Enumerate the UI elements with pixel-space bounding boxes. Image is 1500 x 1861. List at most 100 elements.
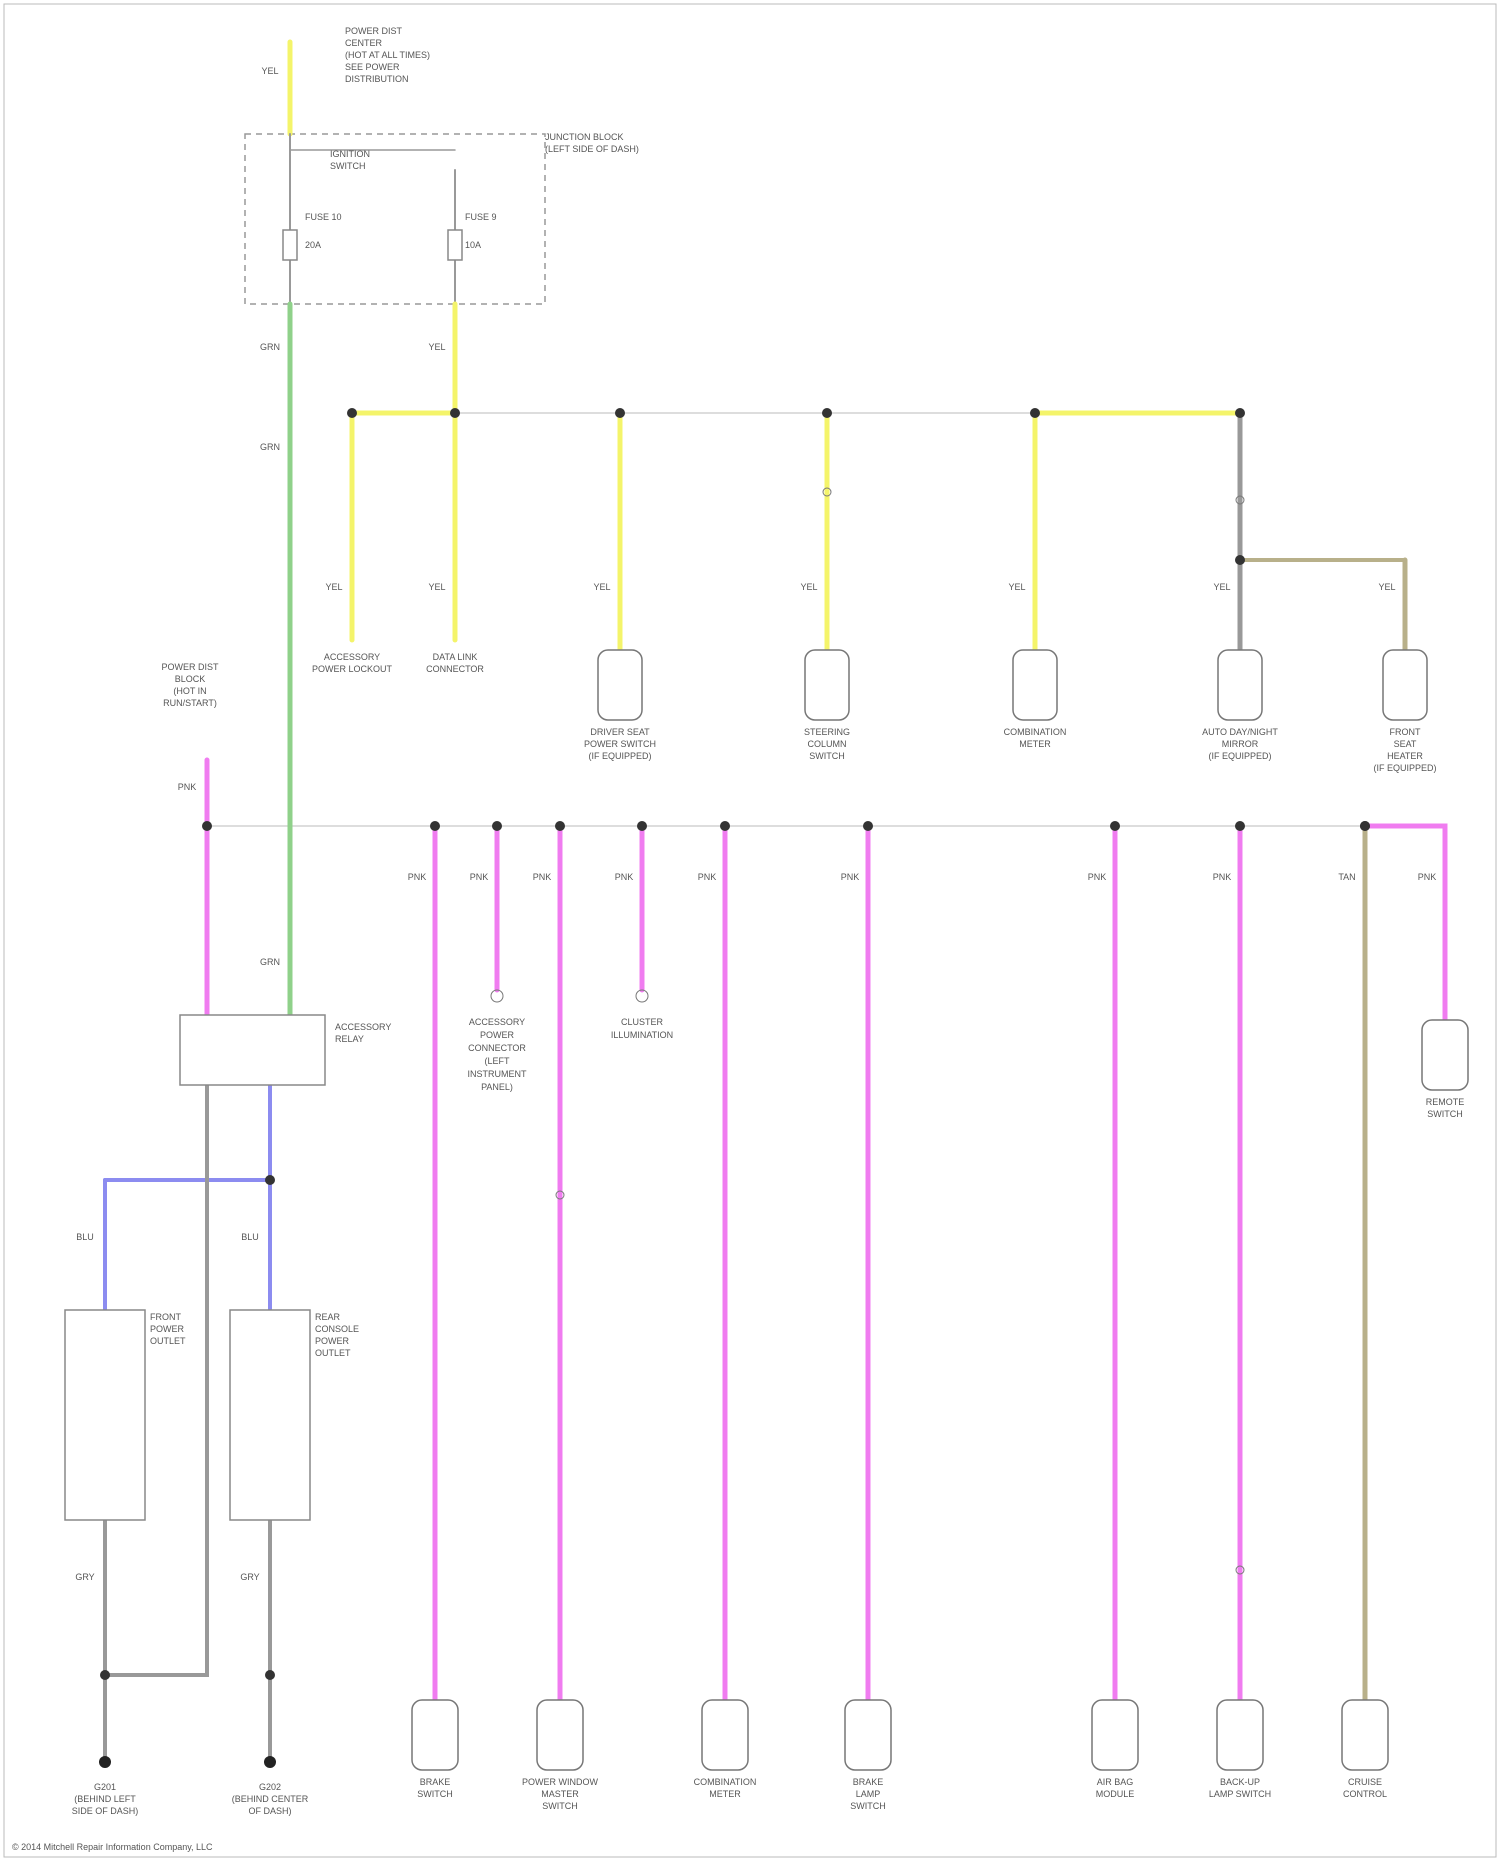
upper-wire-label-0: YEL [325, 582, 342, 592]
blue-splice [265, 1175, 275, 1185]
lower-bus-splice-9 [1360, 821, 1370, 831]
lower-connector-5 [845, 1700, 891, 1770]
upper-device-label-6-line: HEATER [1387, 751, 1423, 761]
wire-label-blu-left: BLU [76, 1232, 94, 1242]
upper-device-label-1: DATA LINKCONNECTOR [426, 652, 484, 674]
lower-branch-right [1365, 826, 1445, 1020]
bottom-device-label-6-line: MODULE [1096, 1789, 1135, 1799]
ground-splice-rear [265, 1670, 275, 1680]
upper-bus-splice-4 [1030, 408, 1040, 418]
upper-wire-label-2: YEL [593, 582, 610, 592]
upper-device-label-1-line: DATA LINK [433, 652, 478, 662]
lower-wire-label-1: PNK [470, 872, 489, 882]
ground-splice-front [100, 1670, 110, 1680]
top-fuse-source-label-line: SEE POWER [345, 62, 400, 72]
upper-device-label-2-line: (IF EQUIPPED) [588, 751, 651, 761]
component-layer [65, 230, 1468, 1770]
bottom-device-label-7-line: LAMP SWITCH [1209, 1789, 1271, 1799]
relay-ignition-label-line: IGNITION [330, 149, 370, 159]
top-fuse-source-label-line: POWER DIST [345, 26, 403, 36]
upper-device-label-0-line: POWER LOCKOUT [312, 664, 393, 674]
fuse-a-label-line: 20A [305, 240, 321, 250]
ground-label-g201-line: (BEHIND LEFT [74, 1794, 136, 1804]
wire-label-yel-fuseb: YEL [428, 342, 445, 352]
junction-block-label-line: JUNCTION BLOCK [545, 132, 624, 142]
upper-device-label-5-line: (IF EQUIPPED) [1208, 751, 1271, 761]
wire-label-grn-3: GRN [260, 957, 280, 967]
remote-switch-connector [1422, 1020, 1468, 1090]
bottom-device-label-2-line: MASTER [541, 1789, 579, 1799]
upper-connector-3 [805, 650, 849, 720]
lower-bus-splice-4 [720, 821, 730, 831]
upper-bus-splice-2 [615, 408, 625, 418]
lower-connector-0 [412, 1700, 458, 1770]
top-fuse-source-label-line: CENTER [345, 38, 383, 48]
rear-outlet-label-line: CONSOLE [315, 1324, 359, 1334]
upper-wire-label-3: YEL [800, 582, 817, 592]
bottom-device-label-0: BRAKE SWITCH [417, 1777, 453, 1799]
upper-bus-splice-0 [347, 408, 357, 418]
bottom-device-label-0-line: BRAKE [420, 1777, 451, 1787]
accessory-connector-label-line: PANEL) [481, 1082, 513, 1092]
bottom-device-label-5-line: BRAKE [853, 1777, 884, 1787]
wire-label-pnk-left: PNK [178, 782, 197, 792]
upper-device-label-2-line: DRIVER SEAT [590, 727, 650, 737]
bottom-device-label-7-line: BACK-UP [1220, 1777, 1260, 1787]
accessory-connector-label-line: INSTRUMENT [468, 1069, 527, 1079]
front-outlet-label-line: FRONT [150, 1312, 181, 1322]
bottom-device-label-2: POWER WINDOWMASTERSWITCH [522, 1777, 598, 1811]
upper-device-label-6-line: (IF EQUIPPED) [1373, 763, 1436, 773]
lower-bus-splice-6 [1110, 821, 1120, 831]
lower-connector-7 [1217, 1700, 1263, 1770]
fuse-a-label: FUSE 10 20A [305, 212, 342, 250]
upper-bus-splice-1 [450, 408, 460, 418]
ground-label-g201-line: G201 [94, 1782, 116, 1792]
fuse-a-label-line: FUSE 10 [305, 212, 342, 222]
upper-device-label-0-line: ACCESSORY [324, 652, 380, 662]
lower-bus-splice-2 [555, 821, 565, 831]
upper-wire-label-4: YEL [1008, 582, 1025, 592]
lower-connector-6 [1092, 1700, 1138, 1770]
front-outlet-label-line: POWER [150, 1324, 185, 1334]
lower-wire-label-6: PNK [1088, 872, 1107, 882]
junction-block-label-line: (LEFT SIDE OF DASH) [545, 144, 639, 154]
lower-bus-splice-5 [863, 821, 873, 831]
lower-connector-8 [1342, 1700, 1388, 1770]
bottom-device-label-5-line: LAMP [856, 1789, 881, 1799]
rear-outlet-box [230, 1310, 310, 1520]
upper-device-label-0: ACCESSORY POWER LOCKOUT [312, 652, 393, 674]
lower-bus-left-splice [202, 821, 212, 831]
fuse-b-label-line: FUSE 9 [465, 212, 497, 222]
accessory-connector-label-line: (LEFT [484, 1056, 510, 1066]
upper-bus-splice-3 [822, 408, 832, 418]
bottom-device-label-8-line: CONTROL [1343, 1789, 1387, 1799]
bottom-device-label-0-line: SWITCH [417, 1789, 453, 1799]
lower-wire-label-4: PNK [698, 872, 717, 882]
wire-label-gry-rear: GRY [240, 1572, 259, 1582]
junction-block-label: JUNCTION BLOCK (LEFT SIDE OF DASH) [545, 132, 639, 154]
lower-wire-label-8: TAN [1338, 872, 1355, 882]
upper-device-label-5-line: AUTO DAY/NIGHT [1202, 727, 1278, 737]
left-feed-label-line: RUN/START) [163, 698, 217, 708]
front-outlet-label-line: OUTLET [150, 1336, 186, 1346]
upper-wire-label-5: YEL [1213, 582, 1230, 592]
ground-symbol-g202 [264, 1756, 276, 1768]
page-frame [4, 4, 1496, 1857]
relay-ignition-label-line: SWITCH [330, 161, 366, 171]
fuse-b-label-line: 10A [465, 240, 481, 250]
rear-outlet-label-line: REAR [315, 1312, 341, 1322]
lower-connector-4 [702, 1700, 748, 1770]
top-fuse-source-label-line: DISTRIBUTION [345, 74, 409, 84]
bottom-device-label-2-line: SWITCH [542, 1801, 578, 1811]
bottom-device-label-5-line: SWITCH [850, 1801, 886, 1811]
ground-label-g202-line: (BEHIND CENTER [232, 1794, 309, 1804]
fuse-b-label: FUSE 9 10A [465, 212, 497, 250]
top-fuse-source-label-line: (HOT AT ALL TIMES) [345, 50, 430, 60]
upper-device-label-6-line: SEAT [1394, 739, 1417, 749]
